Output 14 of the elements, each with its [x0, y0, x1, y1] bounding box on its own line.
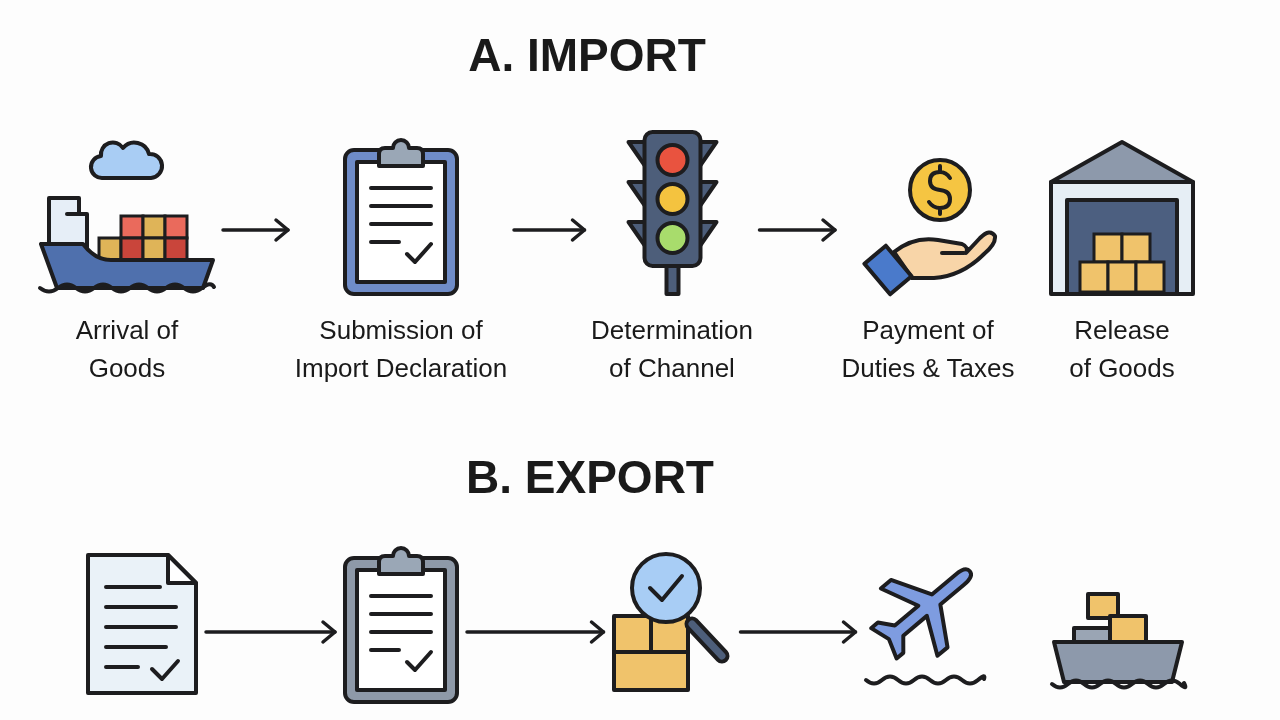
- step-label: Payment of Duties & Taxes: [841, 314, 1015, 385]
- arrow: [757, 218, 837, 242]
- step-label: Arrival of Goods: [75, 314, 179, 385]
- arrow: [512, 218, 587, 242]
- section-heading: A. IMPORT: [468, 30, 706, 81]
- step-label: Determination of Channel: [590, 314, 754, 385]
- arrow: [738, 620, 858, 644]
- step-label: Release of Goods: [1068, 314, 1176, 385]
- arrow: [204, 620, 337, 644]
- step-label: Submission of Import Declaration: [294, 314, 508, 385]
- document-icon: [84, 551, 200, 697]
- arrow: [465, 620, 606, 644]
- section-heading: B. EXPORT: [466, 452, 714, 503]
- arrow: [221, 218, 290, 242]
